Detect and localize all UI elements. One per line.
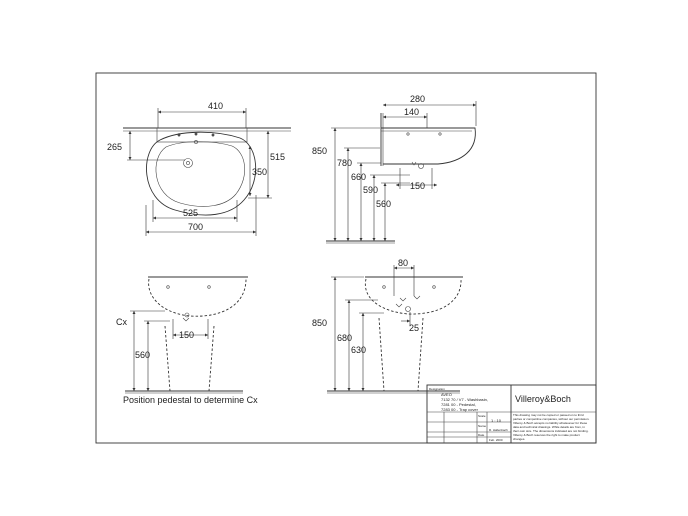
- dim-350: 350: [252, 167, 267, 177]
- dim-515: 515: [270, 152, 285, 162]
- notice-line-3: Villeroy & Boch accepts no liability wha…: [513, 421, 587, 425]
- front-view: Cx 560 150 Position pedestal to determin…: [116, 276, 258, 405]
- brand-logo: Villeroy&Boch: [515, 394, 571, 404]
- name-label: Name: [478, 424, 486, 428]
- title-block: Designation AVEO 7132 70 / V7 - Washbasi…: [426, 384, 597, 444]
- dim-590: 590: [363, 185, 378, 195]
- product-name: AVEO: [441, 392, 452, 397]
- dim-850-pedestal: 850: [312, 318, 327, 328]
- dim-150-side: 150: [410, 181, 425, 191]
- notice-line-6: Villeroy & Boch reserves the right to ma…: [513, 433, 580, 437]
- dim-660: 660: [351, 172, 366, 182]
- date-label: Date: [478, 433, 485, 437]
- dim-140: 140: [404, 107, 419, 117]
- notice-line-5: their own size. The dimensions indicated…: [513, 429, 589, 433]
- dim-525: 525: [183, 208, 198, 218]
- dim-25: 25: [409, 323, 419, 333]
- dim-680: 680: [337, 333, 352, 343]
- dim-560: 560: [376, 199, 391, 209]
- drain-icon: [183, 158, 193, 168]
- notice-line-4: data and technical drawings. While detai…: [513, 425, 585, 429]
- front-view-caption: Position pedestal to determine Cx: [123, 395, 258, 405]
- dim-cx: Cx: [116, 317, 127, 327]
- dim-280: 280: [410, 94, 425, 104]
- notice-line-1: This drawing may not be copied or passed…: [513, 413, 584, 417]
- dim-780: 780: [337, 158, 352, 168]
- name-value: R. Hallenbach: [489, 428, 508, 432]
- dim-700: 700: [188, 222, 203, 232]
- dim-630: 630: [351, 345, 366, 355]
- title-line-2: 7281 00 - Pedestal,: [441, 402, 476, 407]
- title-line-1: 7132 70 / V7 - Washbasin,: [441, 397, 488, 402]
- dim-80: 80: [398, 258, 408, 268]
- top-view: 410 265 515 350 525 700: [107, 101, 291, 236]
- notice-line-7: changes.: [513, 437, 525, 441]
- dim-265: 265: [107, 142, 122, 152]
- sheet-frame: [95, 72, 597, 444]
- tap-hole-icons: [177, 132, 215, 144]
- side-view: 280 140 850 780 660 590 560 150: [312, 94, 477, 244]
- designation-label: Designation: [429, 387, 445, 391]
- dim-410: 410: [208, 101, 223, 111]
- title-line-3: 7283 00 - Trap cover: [441, 407, 479, 412]
- scale-value: 1 : 10: [491, 418, 502, 423]
- notice-line-2: parties or competitive companies, withou…: [513, 417, 590, 421]
- date-value: Feb. 2000: [489, 438, 503, 442]
- scale-label: Scale: [478, 414, 486, 418]
- trap-icons: [395, 295, 421, 312]
- dim-850: 850: [312, 146, 327, 156]
- dim-150-front: 150: [179, 330, 194, 340]
- side-pedestal-view: 80 850 680 630 25: [312, 258, 463, 394]
- dim-560-front: 560: [135, 350, 150, 360]
